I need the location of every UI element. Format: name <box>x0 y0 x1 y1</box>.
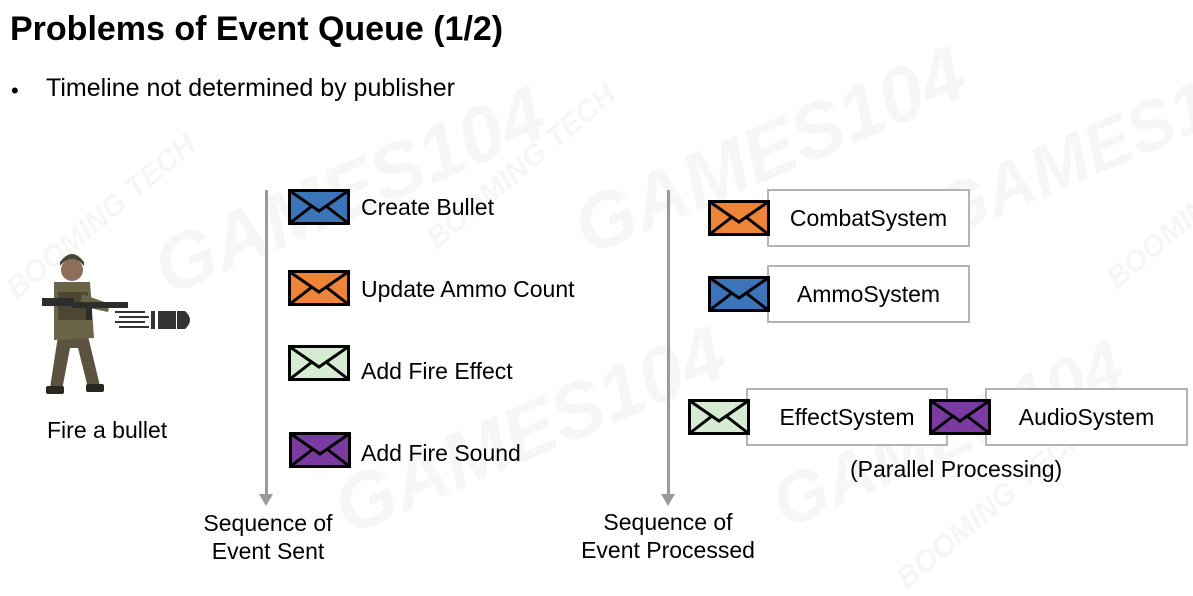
system-label: CombatSystem <box>789 204 948 231</box>
bullet-icon <box>115 311 190 329</box>
bullet-point-marker: • <box>11 78 19 103</box>
watermark-small: BOOMING TECH <box>1100 118 1193 296</box>
processed-axis-label: Sequence of Event Processed <box>558 508 778 564</box>
processed-timeline-line <box>667 190 670 496</box>
system-label: EffectSystem <box>779 403 915 430</box>
purple-envelope-icon <box>929 399 991 435</box>
processed-timeline-arrowhead <box>661 494 675 506</box>
purple-envelope-icon <box>289 432 351 468</box>
system-box: AmmoSystem <box>767 265 970 323</box>
slide-title: Problems of Event Queue (1/2) <box>10 10 504 48</box>
green-envelope-icon <box>288 345 350 381</box>
system-label: AmmoSystem <box>796 280 941 307</box>
green-envelope-icon <box>688 399 750 435</box>
processed-axis-label-line2: Event Processed <box>581 537 755 563</box>
system-box: AudioSystem <box>985 388 1188 446</box>
bullet-text: Timeline not determined by publisher <box>46 74 456 102</box>
blue-envelope-icon <box>288 189 350 225</box>
blue-envelope-icon <box>708 276 770 312</box>
publisher-caption: Fire a bullet <box>47 417 168 443</box>
system-box: EffectSystem <box>746 388 948 446</box>
sent-axis-label: Sequence of Event Sent <box>168 509 368 565</box>
orange-envelope-icon <box>708 200 770 236</box>
sent-timeline-arrowhead <box>259 494 273 506</box>
watermark-small: BOOMING TECH <box>420 78 623 256</box>
orange-envelope-icon <box>288 270 350 306</box>
event-sent-label: Add Fire Effect <box>361 358 513 384</box>
sent-axis-label-line2: Event Sent <box>211 538 325 564</box>
event-sent-label: Add Fire Sound <box>361 440 521 466</box>
event-sent-label: Update Ammo Count <box>361 276 575 302</box>
sent-timeline-line <box>265 190 268 496</box>
system-label: AudioSystem <box>1018 403 1155 430</box>
event-sent-label: Create Bullet <box>361 194 494 220</box>
parallel-processing-caption: (Parallel Processing) <box>850 456 1063 482</box>
soldier-with-rifle-icon <box>42 254 128 394</box>
sent-axis-label-line1: Sequence of <box>203 510 333 536</box>
processed-axis-label-line1: Sequence of <box>603 509 733 535</box>
system-box: CombatSystem <box>767 189 970 247</box>
